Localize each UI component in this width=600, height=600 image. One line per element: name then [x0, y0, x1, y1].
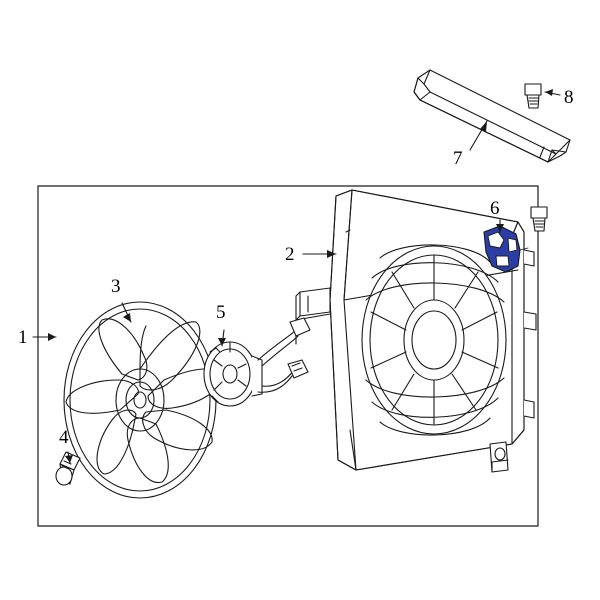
lower-bolt: [55, 451, 81, 486]
callout-5: 5: [216, 302, 226, 323]
leader-1: [32, 333, 57, 341]
callout-8: 8: [564, 87, 574, 108]
callout-2: 2: [285, 244, 295, 265]
upper-bolt: [524, 83, 542, 109]
leader-4: [65, 451, 73, 464]
fan-motor: [203, 317, 311, 407]
upper-bracket: [413, 69, 571, 163]
leader-6: [496, 219, 504, 233]
callout-3: 3: [111, 276, 121, 297]
leader-7: [469, 120, 488, 151]
resistor-bolt: [530, 206, 548, 232]
fan-shroud: [295, 189, 537, 473]
leader-8: [544, 89, 561, 96]
callout-1: 1: [18, 327, 28, 348]
callout-4: 4: [59, 427, 69, 448]
cooling-fan-blade: [63, 301, 223, 499]
resistor-highlighted: [483, 225, 529, 273]
leader-2: [302, 250, 337, 258]
callout-7: 7: [453, 148, 463, 169]
leader-5: [218, 329, 226, 347]
leader-3: [121, 302, 132, 323]
callout-6: 6: [490, 198, 500, 219]
